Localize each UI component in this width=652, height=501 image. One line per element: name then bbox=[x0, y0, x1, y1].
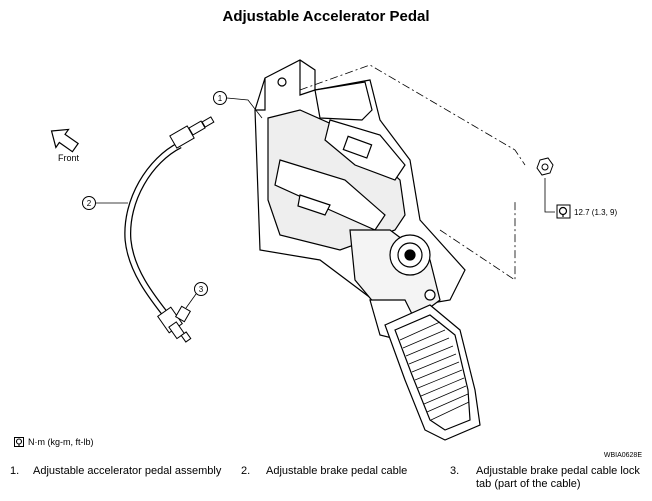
accelerator-pedal-assembly bbox=[254, 59, 481, 441]
nut-icon bbox=[536, 157, 554, 176]
front-arrow-icon bbox=[50, 128, 79, 153]
front-label: Front bbox=[58, 153, 80, 163]
legend-number: 3. bbox=[450, 465, 460, 477]
legend-text: Adjustable brake pedal cable bbox=[266, 465, 408, 477]
callout-3: 3 bbox=[185, 282, 208, 309]
cable-lock-tab bbox=[174, 305, 192, 323]
figure-code: WBIA0628E bbox=[603, 452, 642, 459]
torque-wrench-icon bbox=[556, 204, 571, 219]
callout-1: 1 bbox=[213, 91, 263, 119]
alignment-lines bbox=[299, 64, 526, 281]
units-note-text: N·m (kg-m, ft-lb) bbox=[28, 437, 94, 447]
callout-3-label: 3 bbox=[199, 285, 204, 294]
callout-2-label: 2 bbox=[87, 199, 92, 208]
legend-text: Adjustable brake pedal cable lock tab (p… bbox=[476, 465, 640, 490]
torque-leader bbox=[544, 178, 555, 213]
torque-spec: 12.7 (1.3, 9) bbox=[574, 208, 617, 217]
legend-number: 2. bbox=[241, 465, 251, 477]
diagram-title: Adjustable Accelerator Pedal bbox=[222, 8, 430, 25]
callout-1-label: 1 bbox=[218, 94, 223, 103]
torque-wrench-icon bbox=[14, 437, 24, 447]
brake-pedal-cable bbox=[124, 116, 215, 343]
units-note: N·m (kg-m, ft-lb) bbox=[14, 437, 94, 447]
legend-text: Adjustable accelerator pedal assembly bbox=[33, 465, 222, 477]
legend-number: 1. bbox=[10, 465, 20, 477]
callout-2: 2 bbox=[82, 196, 128, 210]
